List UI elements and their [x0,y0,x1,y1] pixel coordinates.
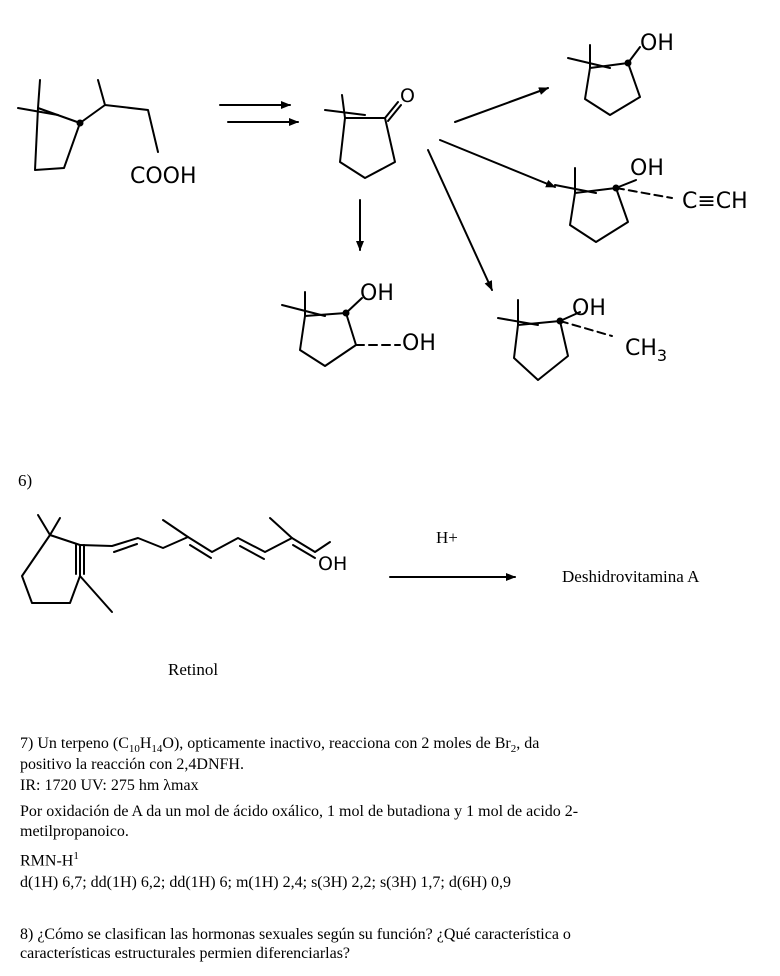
structure-retinol [21,514,331,613]
label-oh-1: OH [640,31,674,56]
label-ketone-o: O [400,85,415,107]
label-oh-3: OH [360,281,394,306]
q7-nmr-data: d(1H) 6,7; dd(1H) 6,2; dd(1H) 6; m(1H) 2… [20,874,512,891]
reagent-h-plus: H+ [436,528,458,547]
q7-line-2: positivo la reacción con 2,4DNFH. [20,756,244,773]
reaction-schemes: COOH O OH OH C≡CH OH OH OH CH3 6) OH H+ … [17,31,748,679]
label-cooh: COOH [130,164,197,189]
question-6-number: 6) [18,471,32,490]
structure-product-secondary-alcohol [567,44,641,116]
q7-line-6: RMN-H1 [20,850,79,870]
structure-product-methyl [497,299,613,381]
label-oh-4: OH [402,331,436,356]
label-oh-2: OH [630,156,664,181]
label-ethynyl: C≡CH [682,189,748,214]
label-methyl: CH3 [625,336,667,365]
structure-product-ethynyl [554,167,673,243]
label-retinol-oh: OH [318,553,347,575]
q7-line-1: 7) Un terpeno (C10H14O), opticamente ina… [20,735,540,756]
label-oh-5: OH [572,296,606,321]
structure-starting-acid [17,79,159,171]
q8-line-1: 8) ¿Cómo se clasifican las hormonas sexu… [20,926,571,943]
reaction-arrows-double [219,101,299,126]
structure-ketone [324,94,402,179]
q7-line-4: Por oxidación de A da un mol de ácido ox… [20,803,579,820]
q7-line-5: metilpropanoico. [20,823,129,840]
structure-product-diol [281,291,401,367]
retinol-label: Retinol [168,660,218,679]
q8-line-2: características estructurales permien di… [20,945,351,962]
product-name: Deshidrovitamina A [562,567,700,586]
reaction-arrows-branches [356,87,556,291]
q7-line-3: IR: 1720 UV: 275 hm λmax [20,777,199,794]
